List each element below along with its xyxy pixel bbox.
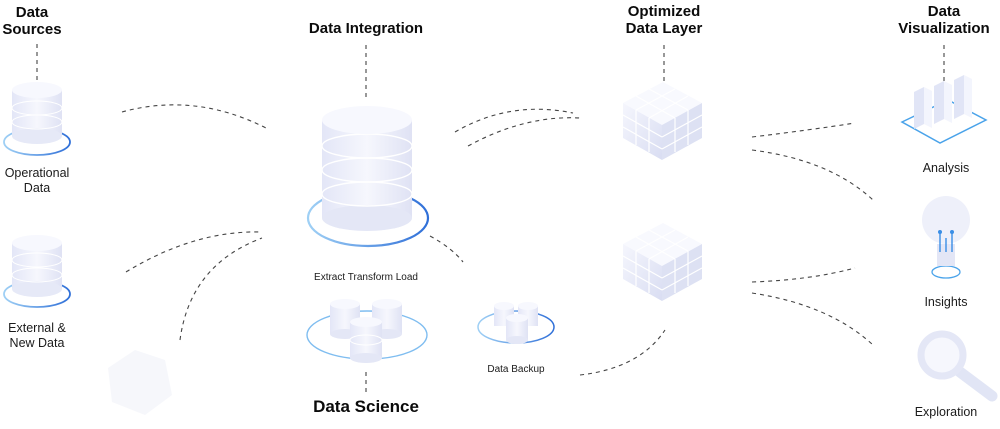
label-line: External & (8, 321, 66, 335)
etl-label: Extract Transform Load (314, 272, 418, 283)
heading-line: Data (15, 4, 49, 21)
connector-lines (121, 104, 874, 376)
data-visualization-heading: Data Visualization (894, 3, 994, 37)
database-cluster-icon (306, 299, 428, 363)
exploration-label: Exploration (914, 405, 978, 419)
database-icon (3, 235, 71, 308)
data-science-heading: Data Science (313, 397, 419, 416)
analysis-label: Analysis (922, 161, 970, 175)
heading-line: Visualization (898, 20, 990, 37)
magnifier-icon (917, 330, 998, 402)
label-line: New Data (9, 336, 65, 350)
data-integration-heading: Data Integration (308, 20, 424, 37)
operational-data-label: Operational Data (0, 166, 77, 196)
optimized-data-layer-heading: Optimized Data Layer (614, 3, 714, 37)
insights-label: Insights (924, 295, 968, 309)
label-line: Data (23, 181, 51, 195)
label-line: Operational (4, 166, 70, 180)
heading-line: Data (927, 3, 961, 20)
cube-grid-icon (622, 82, 703, 160)
external-new-data-label: External & New Data (0, 321, 77, 351)
large-database-icon (306, 106, 430, 248)
database-icon (3, 82, 71, 156)
lightbulb-icon (922, 196, 970, 279)
background-hexagon-icon (108, 350, 172, 415)
database-cluster-icon (477, 302, 555, 344)
heading-line: Sources (2, 21, 62, 38)
bar-chart-icon (900, 75, 988, 144)
cube-grid-icon (622, 223, 703, 301)
data-sources-heading: Data Sources (2, 4, 62, 38)
heading-line: Optimized (627, 3, 701, 20)
data-backup-label: Data Backup (487, 364, 545, 375)
heading-line: Data Layer (625, 20, 703, 37)
